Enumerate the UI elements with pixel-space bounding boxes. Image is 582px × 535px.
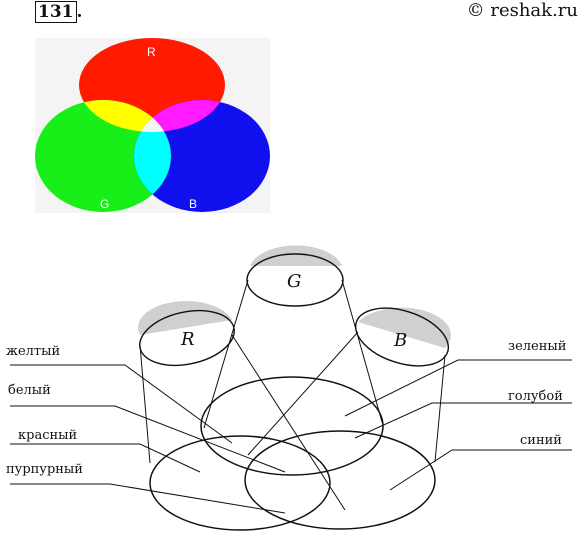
projection-g: [200, 376, 384, 476]
projector-diagram: G R B: [10, 245, 572, 531]
task-number-dot: .: [76, 2, 83, 22]
cone-line: [139, 344, 151, 464]
label-purple: пурпурный: [6, 462, 83, 477]
rgb-mixing-figure: R G B: [35, 38, 270, 213]
leader-cyan: [354, 402, 572, 439]
cone-line: [231, 334, 346, 511]
label-g: G: [100, 197, 109, 211]
magenta-overlap: [134, 100, 225, 132]
leader-yellow: [10, 364, 233, 444]
cone-line: [203, 279, 249, 429]
leader-red: [10, 443, 201, 473]
yellow-overlap: [79, 100, 171, 132]
lamp-r-label: R: [180, 329, 195, 350]
task-number-box: 131: [35, 1, 77, 23]
lamp-b-label: B: [393, 330, 407, 351]
leader-blue: [389, 449, 572, 491]
label-red: красный: [18, 428, 78, 443]
lamp-g: [246, 253, 344, 307]
label-blue: синий: [520, 433, 562, 448]
label-cyan: голубой: [508, 389, 563, 404]
lamp-b-shade: [358, 307, 451, 348]
label-green: зеленый: [508, 339, 567, 354]
leader-white: [10, 405, 286, 473]
copyright-text: © reshak.ru: [466, 0, 578, 21]
cone-line: [247, 331, 359, 456]
lamp-r-shade: [138, 300, 232, 335]
lamp-g-label: G: [287, 271, 301, 292]
task-number: 131.: [35, 1, 83, 23]
label-yellow: желтый: [6, 344, 61, 359]
projection-r: [149, 435, 331, 531]
lamp-b: [354, 307, 450, 367]
leader-green: [344, 359, 572, 417]
cone-line: [341, 279, 383, 423]
label-r: R: [147, 45, 156, 59]
leader-purple: [10, 483, 286, 514]
projection-b: [244, 430, 436, 530]
lamp-r: [139, 309, 235, 367]
cone-line: [434, 354, 446, 463]
label-white: белый: [8, 383, 51, 398]
lamp-g-shade: [250, 245, 342, 266]
label-b: B: [189, 197, 197, 211]
